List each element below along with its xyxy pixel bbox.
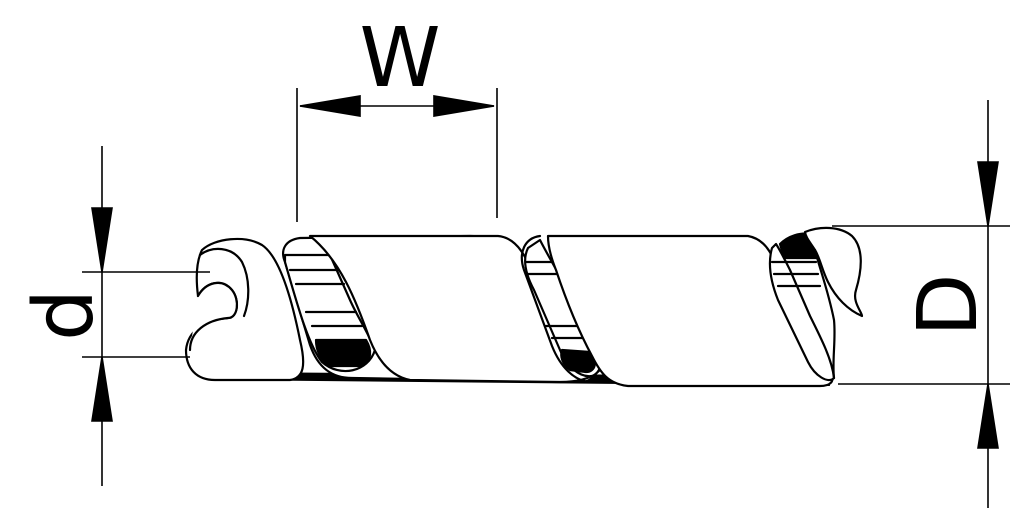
- w-label: W: [359, 11, 440, 106]
- dimension-D: [832, 100, 1010, 508]
- right-end-curl: [803, 226, 864, 318]
- dimension-w: [296, 88, 498, 222]
- dimension-d: [82, 146, 210, 486]
- d-arrow-top: [91, 207, 113, 273]
- w-arrow-right: [433, 95, 495, 117]
- left-end-lip: [198, 247, 250, 318]
- band-2-outer: [520, 234, 594, 384]
- D-label: D: [901, 273, 996, 336]
- spiral-wrap: [184, 226, 864, 388]
- d-arrow-bottom: [91, 356, 113, 422]
- d-label: d: [17, 289, 112, 341]
- right-end-tail: [813, 248, 836, 380]
- w-arrow-left: [299, 95, 361, 117]
- D-arrow-top: [977, 161, 999, 227]
- left-end-inner: [188, 281, 238, 352]
- band-1-shadow: [314, 338, 372, 368]
- D-arrow-bottom: [977, 383, 999, 449]
